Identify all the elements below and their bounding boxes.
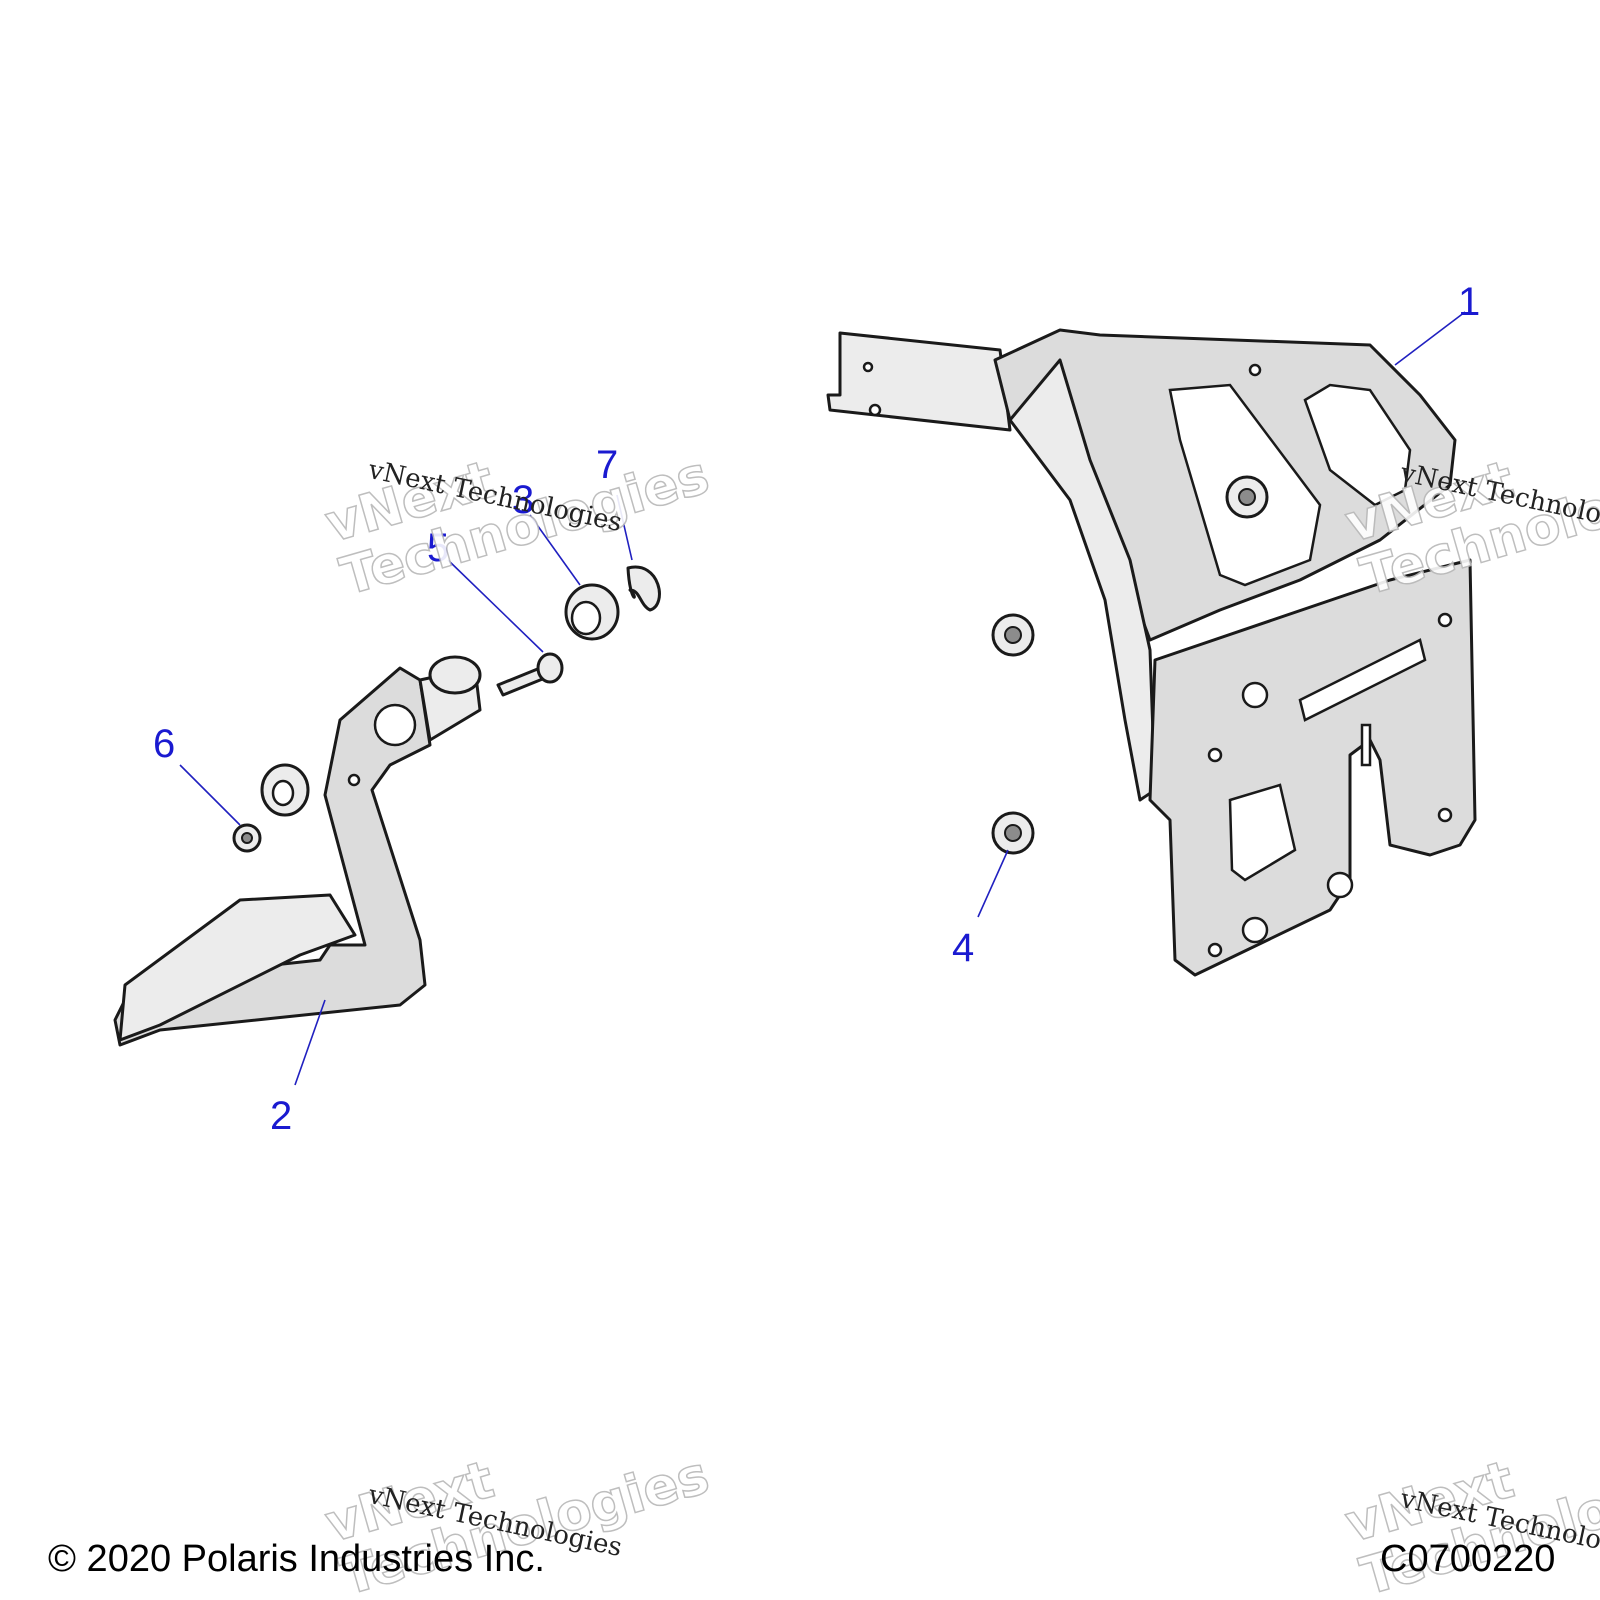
callout-5: 5 (427, 526, 450, 570)
part-4-nuts (991, 613, 1035, 855)
nut-lower-hole (1004, 824, 1022, 842)
callout-3: 3 (512, 478, 535, 522)
leader-3 (529, 514, 581, 586)
leader-7 (616, 494, 633, 561)
pedal-pivot-end (428, 655, 482, 695)
leader-lines (179, 311, 1466, 1086)
pedal-hole (347, 773, 361, 787)
part-5-bolt (496, 652, 564, 697)
callout-4: 4 (952, 926, 975, 970)
bracket-hole (1326, 871, 1354, 899)
nut-upper-hole (1004, 626, 1022, 644)
bracket-hole (1207, 942, 1223, 958)
bracket-cutout-lower (1228, 783, 1297, 882)
callout-1: 1 (1458, 280, 1481, 324)
bracket-hole (1248, 363, 1262, 377)
callout-6: 6 (153, 722, 176, 766)
leader-2 (294, 999, 326, 1086)
pedal-pivot-bore (373, 703, 417, 747)
washer-inner (271, 779, 295, 807)
part-3-bushing (564, 583, 620, 641)
bracket-hole (1241, 916, 1269, 944)
leader-4 (977, 849, 1009, 918)
part-7-clip (626, 565, 661, 612)
part-6-nut-hole (241, 832, 253, 844)
washer-and-part-6 (232, 763, 310, 853)
bracket-hole (1437, 612, 1453, 628)
figure-code: C0700220 (1380, 1538, 1556, 1580)
part-2-pedal (113, 655, 482, 1047)
callout-7: 7 (596, 443, 619, 487)
bracket-cutout-upper-right (1303, 383, 1412, 507)
bracket-hole (868, 403, 882, 417)
leader-5 (447, 559, 544, 653)
bracket-lower-plate (1148, 558, 1477, 977)
bracket-nut-hole (1238, 488, 1256, 506)
callout-2: 2 (270, 1094, 293, 1138)
part-1-bracket (826, 328, 1477, 977)
pedal-pad (118, 893, 357, 1042)
bracket-slot-small (1360, 723, 1372, 767)
bracket-hole (1241, 681, 1269, 709)
bolt-head (536, 652, 564, 684)
clip-ring (626, 565, 661, 612)
bracket-hole (862, 361, 874, 373)
leader-6 (179, 764, 241, 826)
leader-1 (1394, 311, 1466, 366)
bracket-top-flange (826, 331, 1012, 432)
copyright-notice: © 2020 Polaris Industries Inc. (48, 1538, 545, 1580)
bushing-inner (570, 600, 602, 636)
bracket-hole (1437, 807, 1453, 823)
bracket-hole (1207, 747, 1223, 763)
bracket-slot (1298, 638, 1427, 722)
